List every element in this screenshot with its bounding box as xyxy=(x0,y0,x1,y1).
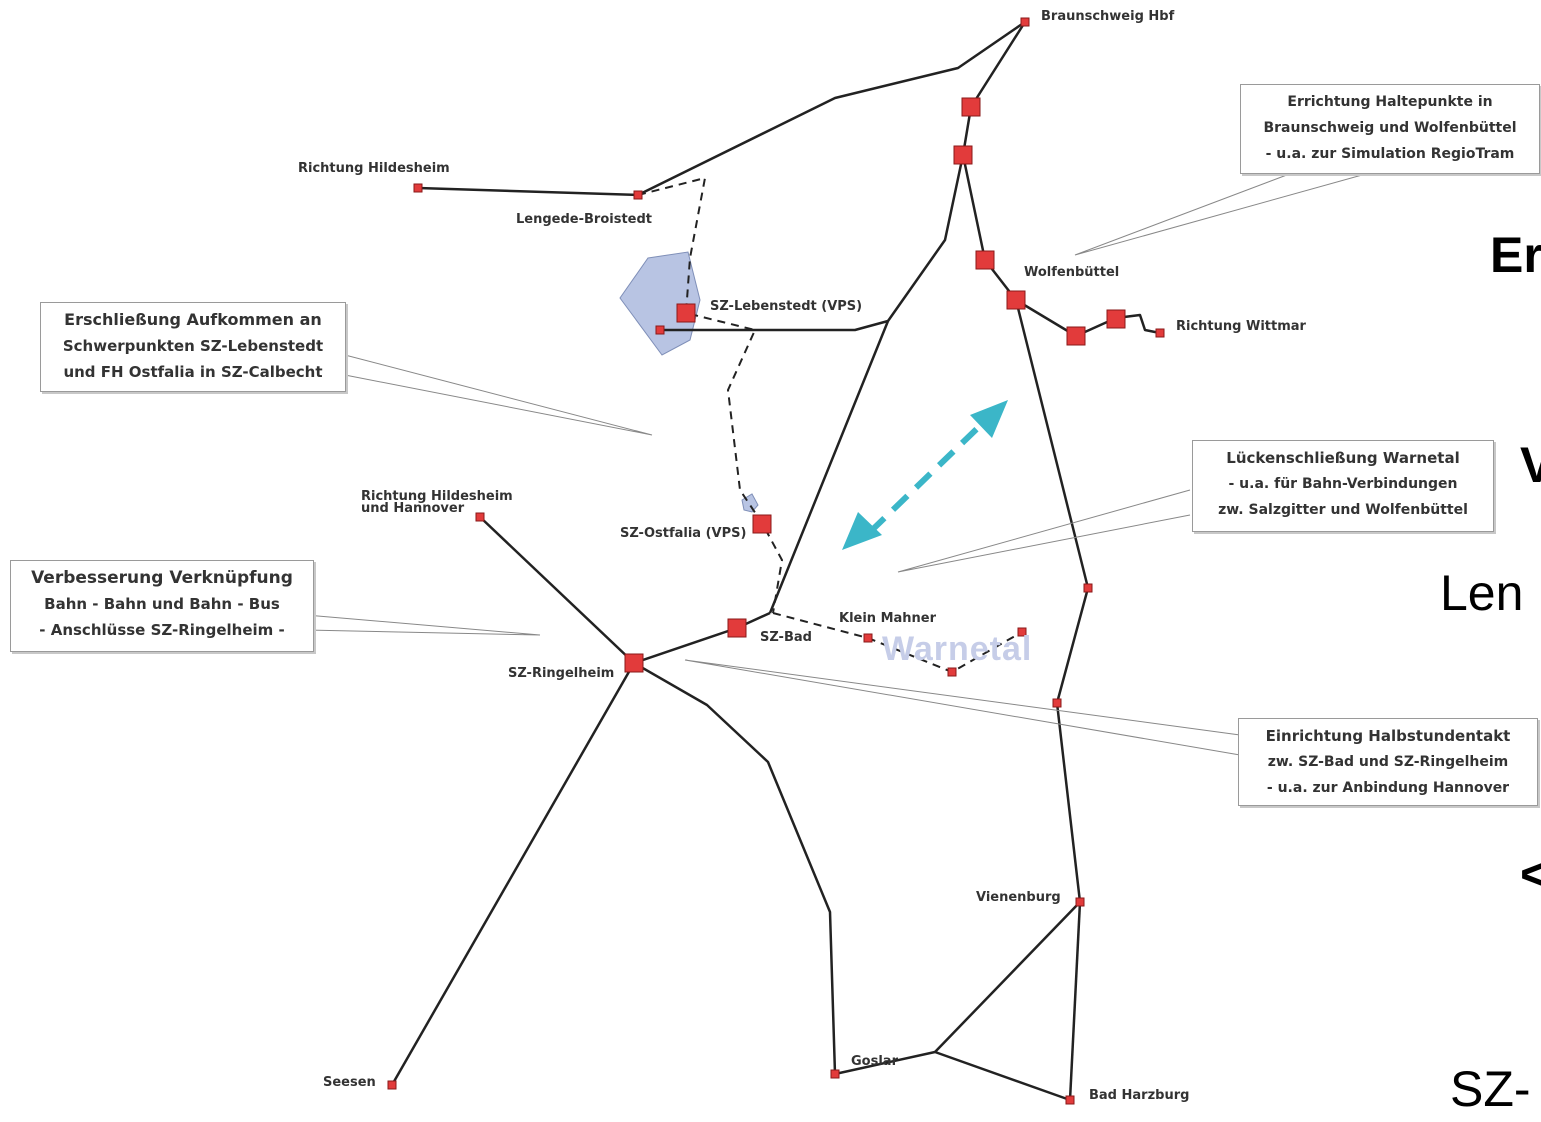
slide-fragment-2: V xyxy=(1520,437,1541,493)
label-sz-ostfalia: SZ-Ostfalia (VPS) xyxy=(620,526,747,541)
station-between-1 xyxy=(1083,583,1093,593)
station-wolfenbuettel xyxy=(1006,290,1026,310)
callout-halbstundentakt-line-2: zw. SZ-Bad und SZ-Ringelheim xyxy=(1267,754,1509,770)
station-richtung-hildesheim xyxy=(413,183,423,193)
station-wittmar-2 xyxy=(1106,309,1126,329)
slide-fragment-5: SZ- xyxy=(1450,1061,1531,1117)
major-stations xyxy=(624,97,1126,673)
callout-erschliessung-line-3: und FH Ostfalia in SZ-Calbecht xyxy=(63,363,323,381)
station-richtung-hannover xyxy=(475,512,485,522)
callout-haltepunkte-line-2: Braunschweig und Wolfenbüttel xyxy=(1263,120,1517,136)
station-seesen xyxy=(387,1080,397,1090)
station-sz-lebenstedt xyxy=(676,303,696,323)
line-wittmar xyxy=(1015,298,1161,338)
callout-lueckenschliessung: Lückenschließung Warnetal - u.a. für Bah… xyxy=(1192,440,1494,532)
label-goslar: Goslar xyxy=(851,1054,898,1069)
minor-stations xyxy=(387,17,1165,1105)
label-richtung-hildesheim-hannover-2: und Hannover xyxy=(361,501,465,516)
callout-pointers xyxy=(305,169,1381,756)
station-between-2 xyxy=(1052,698,1062,708)
planned-line-warnetal xyxy=(772,612,1023,674)
label-braunschweig-hbf: Braunschweig Hbf xyxy=(1041,9,1175,24)
callout-verknuepfung: Verbesserung Verknüpfung Bahn - Bahn und… xyxy=(10,560,314,652)
station-warnetal-2 xyxy=(1017,627,1027,637)
planned-lines xyxy=(637,176,1023,674)
label-bad-harzburg: Bad Harzburg xyxy=(1089,1088,1190,1103)
station-bad-harzburg xyxy=(1065,1095,1075,1105)
warnetal-arrow xyxy=(842,400,1008,550)
label-lengede-broistedt: Lengede-Broistedt xyxy=(516,212,652,227)
label-richtung-hildesheim: Richtung Hildesheim xyxy=(298,161,450,176)
callout-haltepunkte-line-3: - u.a. zur Simulation RegioTram xyxy=(1265,146,1515,162)
station-sz-ringelheim xyxy=(624,653,644,673)
station-sz-ostfalia xyxy=(752,514,772,534)
line-hildesheim-ringelheim xyxy=(479,516,635,664)
station-lengede xyxy=(633,190,643,200)
line-ringelheim-seesen xyxy=(390,662,636,1086)
label-seesen: Seesen xyxy=(323,1075,376,1090)
callout-haltepunkte-line-1: Errichtung Haltepunkte in xyxy=(1287,94,1493,110)
label-richtung-wittmar: Richtung Wittmar xyxy=(1176,319,1306,334)
station-braunschweig-2 xyxy=(953,145,973,165)
callout-erschliessung-line-2: Schwerpunkten SZ-Lebenstedt xyxy=(62,337,324,355)
line-lebenstedt-branch xyxy=(660,319,889,332)
callout-erschliessung-line-1: Erschließung Aufkommen an xyxy=(64,310,322,329)
callout-halbstundentakt: Einrichtung Halbstundentakt zw. SZ-Bad u… xyxy=(1238,718,1538,806)
rail-lines xyxy=(390,20,1161,1102)
slide-fragment-3: Len xyxy=(1440,565,1524,621)
callout-lueckenschliessung-line-1: Lückenschließung Warnetal xyxy=(1226,449,1460,467)
label-vienenburg: Vienenburg xyxy=(976,890,1061,905)
callout-halbstundentakt-line-3: - u.a. zur Anbindung Hannover xyxy=(1266,780,1510,796)
callout-haltepunkte: Errichtung Haltepunkte in Braunschweig u… xyxy=(1240,84,1540,174)
station-wolfenbuettel-north xyxy=(975,250,995,270)
station-warnetal-1 xyxy=(947,667,957,677)
line-braunschweig-lengede xyxy=(417,20,1026,197)
station-wittmar-1 xyxy=(1066,326,1086,346)
callout-verknuepfung-line-1: Verbesserung Verknüpfung xyxy=(31,568,293,588)
station-braunschweig-hbf xyxy=(1020,17,1030,27)
line-ringelheim-goslar xyxy=(633,661,837,1075)
label-sz-ringelheim: SZ-Ringelheim xyxy=(508,666,615,681)
line-vienenburg-goslar-junction xyxy=(934,901,1081,1053)
station-braunschweig-1 xyxy=(961,97,981,117)
callout-halbstundentakt-line-1: Einrichtung Halbstundentakt xyxy=(1265,727,1511,745)
station-goslar xyxy=(830,1069,840,1079)
label-sz-lebenstedt: SZ-Lebenstedt (VPS) xyxy=(710,299,863,314)
label-klein-mahner: Klein Mahner xyxy=(839,611,937,626)
warnetal-area-label: Warnetal xyxy=(882,630,1033,668)
callout-lueckenschliessung-line-3: zw. Salzgitter und Wolfenbüttel xyxy=(1218,502,1468,518)
callout-lueckenschliessung-line-2: - u.a. für Bahn-Verbindungen xyxy=(1228,476,1458,492)
callout-verknuepfung-line-2: Bahn - Bahn und Bahn - Bus xyxy=(44,595,280,613)
callout-verknuepfung-line-3: - Anschlüsse SZ-Ringelheim - xyxy=(39,621,285,639)
slide-fragment-4: < xyxy=(1520,846,1541,902)
label-richtung-hildesheim-hannover-1: Richtung Hildesheim xyxy=(361,489,513,504)
callout-erschliessung: Erschließung Aufkommen an Schwerpunkten … xyxy=(40,302,346,392)
label-sz-bad: SZ-Bad xyxy=(760,630,812,645)
slide-fragment-1: Er xyxy=(1490,227,1541,283)
station-lebenstedt-end xyxy=(655,325,665,335)
line-vienenburg-harzburg xyxy=(1068,901,1082,1101)
planned-line-lengede-ostfalia xyxy=(637,176,784,614)
station-klein-mahner xyxy=(863,633,873,643)
line-szbad-ringelheim xyxy=(633,611,771,665)
station-richtung-wittmar xyxy=(1155,328,1165,338)
station-vienenburg xyxy=(1075,897,1085,907)
line-braunschweig-szbad xyxy=(768,154,965,614)
station-sz-bad xyxy=(727,618,747,638)
line-wolfenbuettel-vienenburg xyxy=(1014,299,1090,903)
label-wolfenbuettel: Wolfenbüttel xyxy=(1024,265,1120,280)
